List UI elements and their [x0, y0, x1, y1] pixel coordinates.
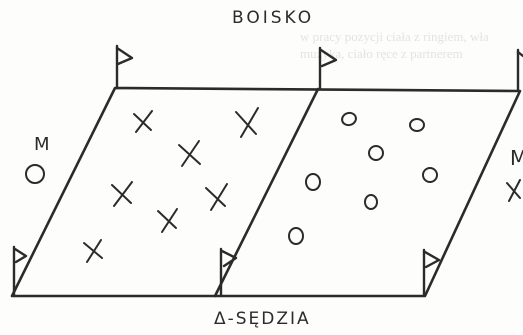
player-o-marker — [423, 168, 437, 182]
player-x-marker — [158, 209, 177, 232]
player-o-marker — [341, 111, 358, 126]
center-line — [215, 89, 318, 296]
player-x-marker — [179, 141, 200, 166]
right-side-label: M — [510, 146, 523, 170]
player-o-marker — [306, 174, 320, 190]
flag-icon — [518, 50, 523, 91]
player-o-marker — [289, 228, 303, 244]
player-o-marker — [410, 119, 424, 131]
player-x-marker — [84, 240, 102, 262]
player-o-marker — [365, 195, 377, 209]
player-x-marker — [134, 111, 152, 132]
flag-icon — [117, 46, 132, 88]
player-x-marker — [206, 184, 227, 210]
player-x-marker — [236, 108, 258, 137]
flag-icon — [320, 48, 336, 89]
left-side-label: M — [34, 134, 52, 155]
referee-label: Δ-SĘDZIA — [214, 309, 311, 329]
left-substitute-o-marker — [26, 165, 44, 183]
player-o-marker — [369, 146, 383, 160]
flag-icon — [221, 249, 236, 296]
right-substitute-x-marker — [507, 180, 520, 201]
player-x-marker — [112, 182, 132, 206]
diagram-title: BOISKO — [232, 8, 314, 28]
